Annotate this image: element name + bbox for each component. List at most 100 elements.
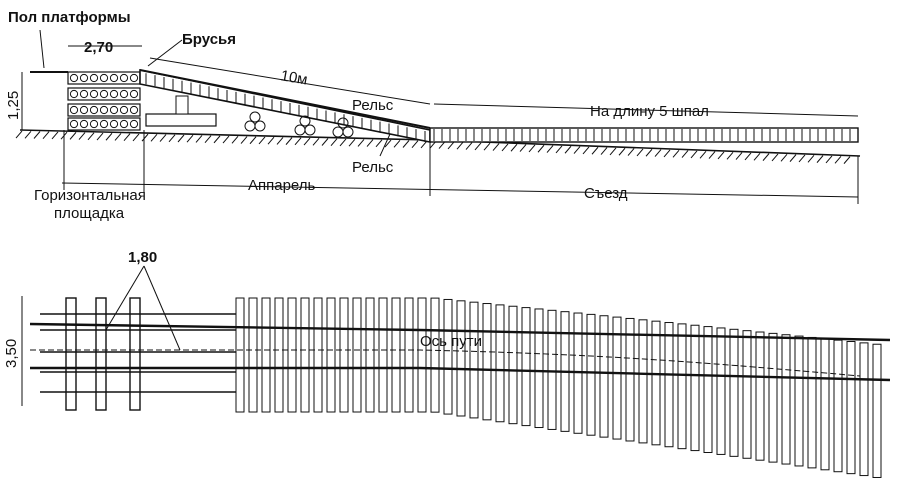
log-end (69, 105, 79, 115)
hatch-stroke (240, 136, 248, 144)
hatch-stroke (627, 148, 635, 156)
pointer-180-a (99, 265, 145, 341)
hatch-stroke (483, 142, 491, 151)
hatch-stroke (420, 140, 428, 149)
hatch-stroke (375, 139, 383, 148)
plan-sleeper (521, 307, 531, 427)
hatch-stroke (87, 132, 95, 141)
plan-sleeper (755, 331, 765, 461)
plan-sleeper (313, 297, 323, 413)
hatch-stroke (366, 139, 374, 147)
descent-sleepers (433, 129, 851, 141)
label-horizontal-area-2: площадка (54, 205, 125, 222)
hatch-stroke (843, 156, 851, 164)
hatch-stroke (348, 138, 356, 147)
log-end (109, 105, 119, 115)
plan-sleeper (404, 297, 414, 413)
hatch-stroke (33, 131, 41, 139)
log-end (99, 119, 109, 129)
plan-sleeper (794, 335, 804, 467)
hatch-stroke (231, 135, 239, 144)
support-log (332, 126, 344, 138)
log-end (129, 73, 139, 83)
plan-post (65, 297, 77, 411)
plan-sleeper (729, 328, 739, 457)
hatch-stroke (654, 149, 662, 157)
plan-sleeper (326, 297, 336, 413)
plan-sleeper (742, 330, 752, 459)
plan-sleeper (638, 319, 648, 444)
log-end (119, 73, 129, 83)
plan-sleeper (703, 326, 713, 454)
platform-pointer (39, 29, 45, 69)
plan-sleeper (625, 317, 635, 442)
log-end (89, 73, 99, 83)
hatch-stroke (519, 144, 527, 152)
plan-sleeper (378, 297, 388, 413)
ground-hatching (15, 130, 851, 164)
support-log (244, 120, 256, 132)
plan-sleeper (417, 297, 427, 413)
hatch-stroke (645, 148, 653, 157)
hatch-stroke (780, 153, 788, 162)
plan-sleeper (833, 339, 843, 473)
hatch-stroke (177, 134, 185, 143)
plan-sleeper (612, 316, 622, 440)
label-rail-lower: Рельс (352, 159, 394, 176)
plan-sleeper (690, 324, 700, 452)
hatch-stroke (564, 145, 572, 154)
hatch-stroke (321, 138, 329, 146)
label-beams: Брусья (182, 31, 236, 48)
plan-sleeper (599, 315, 609, 438)
pointer-180-b (143, 265, 181, 351)
hatch-stroke (546, 145, 554, 153)
hatch-stroke (276, 137, 284, 145)
plan-sleeper (365, 297, 375, 413)
support-log (342, 126, 354, 138)
plan-sleeper (872, 343, 882, 478)
plan-sleeper (768, 332, 778, 463)
log-end (89, 89, 99, 99)
plan-sleeper (859, 342, 869, 477)
hatch-stroke (141, 133, 149, 142)
hatch-stroke (303, 137, 311, 146)
hatch-stroke (456, 141, 464, 150)
log-end (109, 73, 119, 83)
log-end (119, 105, 129, 115)
plan-sleeper (534, 308, 544, 429)
dim-line-5-sleepers (433, 103, 859, 117)
plan-sleeper (586, 313, 596, 436)
plan-sleeper (482, 303, 492, 421)
hatch-stroke (69, 132, 77, 140)
log-end (79, 105, 89, 115)
label-platform-floor: Пол платформы (8, 9, 131, 26)
upper-rail-line (139, 69, 431, 129)
log-end (109, 119, 119, 129)
hatch-stroke (24, 130, 32, 139)
hatch-stroke (492, 143, 500, 151)
hatch-stroke (510, 143, 518, 152)
zone-dim-line (61, 182, 859, 198)
plan-sleeper (547, 309, 557, 430)
ramp-supports (175, 95, 354, 138)
hatch-stroke (447, 141, 455, 150)
hatch-stroke (474, 142, 482, 151)
support-log (337, 117, 349, 129)
hatch-stroke (78, 132, 86, 140)
log-end (129, 89, 139, 99)
dim-180-label: 1,80 (128, 249, 157, 266)
plan-sleeper (443, 298, 453, 415)
hatch-stroke (204, 135, 212, 143)
hatch-stroke (213, 135, 221, 144)
log-end (129, 119, 139, 129)
hatch-stroke (699, 150, 707, 159)
plan-sleeper (820, 338, 830, 471)
log-end (69, 73, 79, 83)
hatch-stroke (195, 135, 203, 143)
hatch-stroke (618, 147, 626, 156)
plan-rail-upper (29, 322, 891, 342)
hatch-stroke (807, 154, 815, 163)
hatch-stroke (816, 155, 824, 163)
support-log (299, 115, 311, 127)
